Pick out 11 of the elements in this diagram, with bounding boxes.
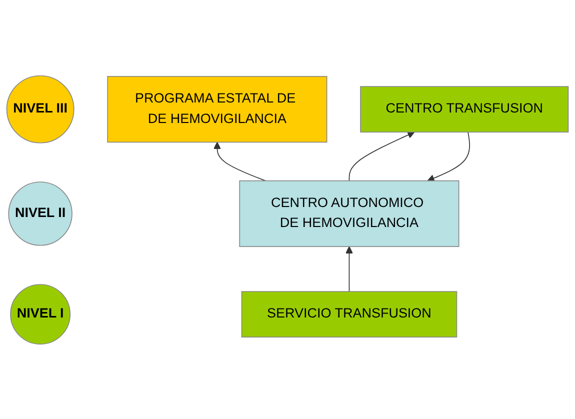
- arrow: [427, 131, 470, 182]
- node-box: CENTRO TRANSFUSION: [360, 86, 569, 132]
- node-circle: NIVEL III: [6, 74, 74, 143]
- arrow: [346, 246, 353, 292]
- node-box: CENTRO AUTONOMICO DE HEMOVIGILANCIA: [239, 180, 460, 247]
- node-box: PROGRAMA ESTATAL DE DE HEMOVIGILANCIA: [107, 76, 328, 142]
- arrow: [348, 131, 415, 181]
- node-box: SERVICIO TRANSFUSION: [241, 290, 458, 338]
- arrow: [213, 141, 266, 181]
- node-circle: NIVEL I: [10, 284, 71, 344]
- node-circle: NIVEL II: [8, 181, 72, 246]
